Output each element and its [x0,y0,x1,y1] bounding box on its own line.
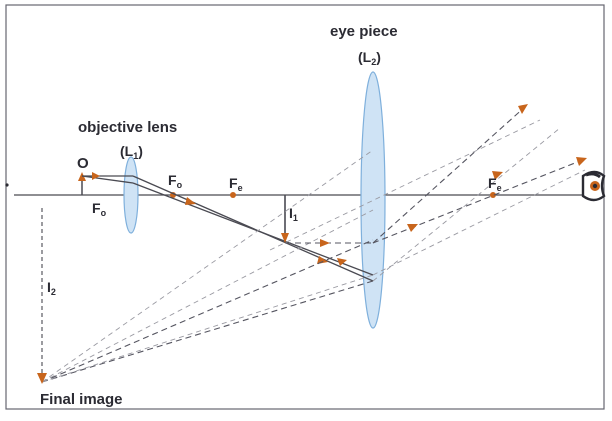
ray-arrow [407,224,418,232]
eye-piece-symbol: (L2) [358,49,381,67]
fo-left-label: Fo [92,200,107,218]
final-image-arrow [37,208,47,384]
focal-point-fe-left [230,192,236,198]
intermediate-image-i1 [281,195,289,243]
svg-text:(L2): (L2) [358,49,381,67]
fe-label: Fe [229,175,243,193]
svg-text:Fe: Fe [229,175,243,193]
ray-arrow [320,239,330,247]
objective-lens [123,156,139,234]
ray-arrow [337,258,347,266]
svg-text:Fo: Fo [168,172,183,190]
svg-text:Fe: Fe [488,175,502,193]
svg-text:Fo: Fo [92,200,107,218]
ray-arrow [492,171,503,180]
virtual-rays [41,149,374,383]
eye-piece-lens [360,71,386,329]
svg-text:I2: I2 [47,279,56,297]
svg-text:I1: I1 [289,205,298,223]
final-image-label: Final image [40,391,123,408]
diagram-frame [5,4,605,410]
stray-mark [5,183,9,187]
ray-arrow [518,104,528,114]
eye-icon [581,170,606,202]
ray-arrow [185,197,196,205]
fe-right-label: Fe [488,175,502,193]
ray-arrow [92,172,100,180]
object-label: O [77,155,89,172]
emergent-rays [269,104,587,282]
fo-label: Fo [168,172,183,190]
objective-rays [81,172,374,282]
focal-point-fe-right [490,192,496,198]
objective-lens-label: objective lens [78,119,177,136]
ray-arrow [576,157,587,166]
i2-label: I2 [47,279,56,297]
i1-label: I1 [289,205,298,223]
eye-piece-label: eye piece [330,23,398,40]
svg-text:(L1): (L1) [120,143,143,161]
objective-lens-symbol: (L1) [120,143,143,161]
ray-arrow [317,256,328,264]
